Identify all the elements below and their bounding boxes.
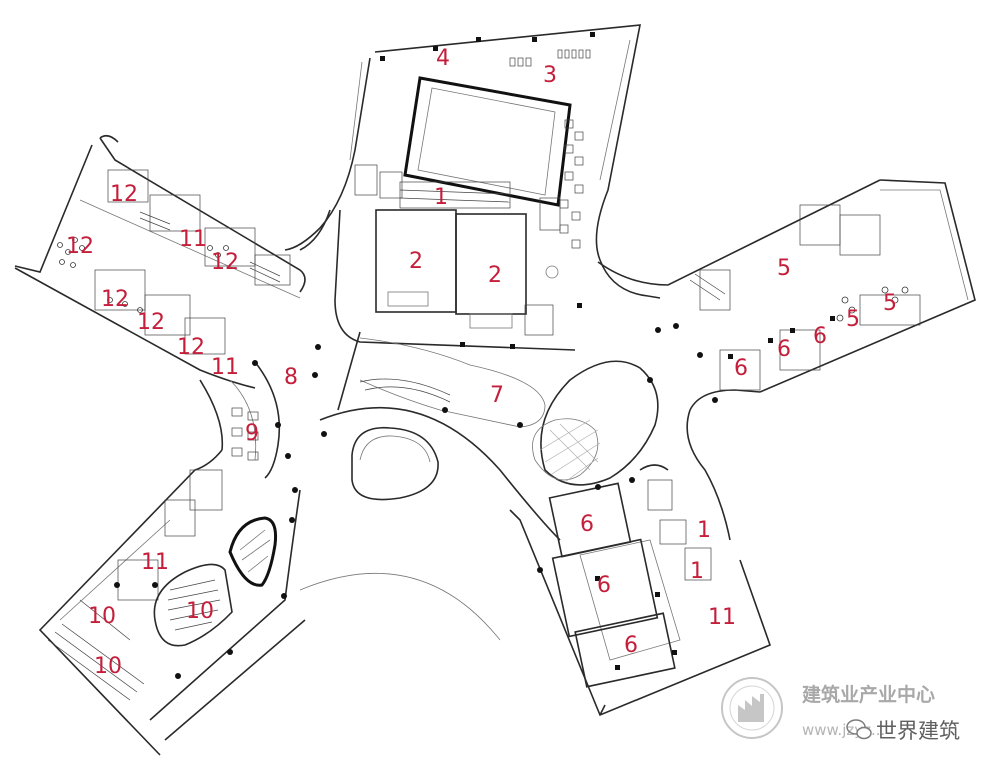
room-label-5-middle: 5 [846,307,860,332]
room-label-6-south-1: 6 [580,512,594,537]
southwest-wing [38,449,306,756]
room-label-12-top: 12 [110,182,138,207]
room-label-6-east-1: 6 [734,356,748,381]
room-label-12-lower: 12 [177,335,205,360]
room-label-6-south-3: 6 [624,633,638,658]
room-label-12-middle-left: 12 [101,287,129,312]
central-plaza [299,331,659,641]
room-label-7: 7 [490,383,504,408]
room-label-11-northwest: 11 [179,227,207,252]
room-label-6-east-2: 6 [777,337,791,362]
room-label-11-southeast: 11 [708,605,736,630]
watermark-title: 建筑业产业中心 [802,683,935,706]
room-label-5-east: 5 [883,291,897,316]
room-label-10-hall: 10 [186,599,214,624]
room-label-8: 8 [284,365,298,390]
room-label-5-north: 5 [777,256,791,281]
room-label-9: 9 [245,421,259,446]
room-label-1-north: 1 [434,185,448,210]
room-label-4: 4 [436,46,450,71]
east-wing [597,179,976,541]
room-label-12-middle: 12 [137,310,165,335]
north-wing [284,24,661,351]
structural-columns [114,32,835,679]
room-label-10-south: 10 [94,654,122,679]
wechat-icon [846,719,872,740]
room-label-2-west: 2 [409,249,423,274]
room-labels: 1 1 1 2 2 3 4 5 5 5 6 6 6 6 6 6 7 8 9 10… [66,46,897,679]
watermark: 建筑业产业中心 www.jzyz... 世界建筑 [721,677,960,743]
room-label-1-southeast-lower: 1 [690,559,704,584]
room-label-3: 3 [543,63,557,88]
west-court [199,361,281,479]
southeast-wing [509,464,772,717]
factory-seal-icon [721,677,783,739]
room-label-12-upper-right: 12 [211,250,239,275]
room-label-12-left: 12 [66,234,94,259]
room-label-6-south-2: 6 [597,573,611,598]
watermark-brand: 世界建筑 [876,719,960,743]
room-label-11-west: 11 [211,355,239,380]
northwest-wing [14,134,331,389]
room-label-10-north: 10 [88,604,116,629]
room-label-6-east-3: 6 [813,324,827,349]
room-label-1-southeast-upper: 1 [697,518,711,543]
watermark-url: www.jzyz... [802,721,885,739]
room-label-2-east: 2 [488,263,502,288]
room-label-11-southwest: 11 [141,550,169,575]
